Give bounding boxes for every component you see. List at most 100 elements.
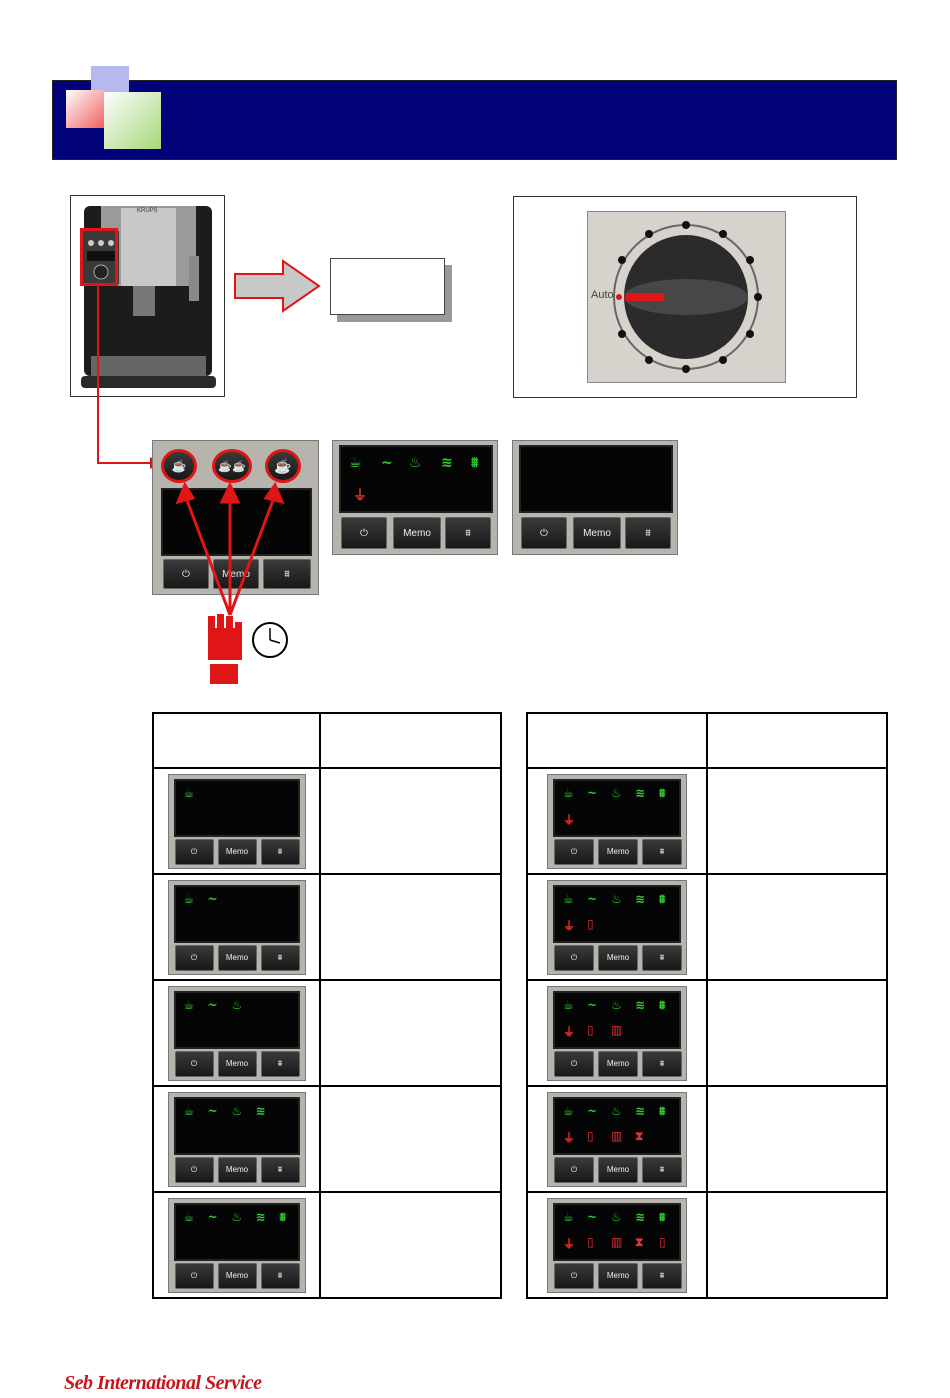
cup-icon: ☕ [563, 785, 574, 800]
steam-icon: ⩩ [659, 1164, 665, 1174]
steam-button[interactable]: ⩩ [260, 838, 300, 865]
power-icon: ⏻ [570, 1164, 578, 1174]
display-panel-lit: ☕ ~ ♨ ≋ ⩩ ⏚ ⏻ Memo ⩩ [332, 440, 498, 555]
table-cell-description [706, 873, 888, 981]
coffee-machine-illustration [81, 206, 216, 388]
table-header [319, 712, 502, 769]
bean-icon: ♨ [231, 997, 243, 1012]
large-cup-button[interactable]: ☕ [265, 449, 301, 483]
memo-button[interactable]: Memo [217, 1156, 257, 1183]
power-button[interactable]: ⏻ [174, 1156, 214, 1183]
steam-button[interactable]: ⩩ [263, 559, 311, 589]
memo-button[interactable]: Memo [598, 1050, 638, 1077]
cup-icon: ☕ [183, 891, 195, 906]
memo-label: Memo [222, 568, 250, 580]
memo-button[interactable]: Memo [217, 1262, 257, 1289]
steam-button[interactable]: ⩩ [642, 1156, 682, 1183]
press-arrows [175, 481, 288, 684]
table-cell-display: ☕~♨≋⩩⏚▯▥⧗⏻Memo⩩ [526, 1085, 708, 1193]
table-cell-display: ☕~♨≋⏻Memo⩩ [152, 1085, 321, 1193]
memo-button[interactable]: Memo [217, 1050, 257, 1077]
table-header [152, 712, 321, 769]
steam-icon: ⩩ [659, 1058, 665, 1068]
power-button[interactable]: ⏻ [174, 944, 214, 971]
table-cell-description [319, 767, 502, 875]
memo-button[interactable]: Memo [213, 559, 259, 589]
memo-button[interactable]: Memo [598, 1156, 638, 1183]
power-icon: ⏻ [570, 846, 578, 856]
power-button[interactable]: ⏻ [554, 1050, 594, 1077]
power-button[interactable]: ⏻ [163, 559, 209, 589]
table-row: ☕~♨⏻Memo⩩ [152, 979, 502, 1087]
power-button[interactable]: ⏻ [521, 517, 567, 549]
filter-icon: ⧗ [635, 1234, 644, 1249]
power-icon: ⏻ [570, 1058, 578, 1068]
steam-icon: ≋ [635, 785, 646, 800]
power-button[interactable]: ⏻ [174, 838, 214, 865]
steam-button[interactable]: ⩩ [260, 1262, 300, 1289]
container-icon: ▯ [587, 1022, 594, 1037]
memo-button[interactable]: Memo [217, 944, 257, 971]
spoon-icon: ~ [207, 1103, 218, 1118]
power-button[interactable]: ⏻ [554, 944, 594, 971]
power-button[interactable]: ⏻ [174, 1050, 214, 1077]
table-cell-description [319, 873, 502, 981]
footer-logo: Seb International Service [64, 1372, 262, 1394]
power-button[interactable]: ⏻ [554, 1156, 594, 1183]
memo-button[interactable]: Memo [598, 1262, 638, 1289]
panel-lcd-off [519, 445, 673, 513]
steam-button[interactable]: ⩩ [642, 1050, 682, 1077]
double-cup-button[interactable]: ☕☕ [212, 449, 252, 483]
mini-lcd: ☕~♨≋⩩⏚▯▥ [553, 990, 681, 1049]
memo-label: Memo [606, 1059, 630, 1068]
single-cup-icon: ☕ [171, 459, 187, 473]
steam-button[interactable]: ⩩ [260, 1050, 300, 1077]
memo-button[interactable]: Memo [598, 944, 638, 971]
panel-lcd-lit: ☕ ~ ♨ ≋ ⩩ ⏚ [339, 445, 493, 513]
mini-display-panel: ☕~♨≋⏻Memo⩩ [167, 1091, 306, 1187]
steam-button[interactable]: ⩩ [642, 944, 682, 971]
steam-icon: ≋ [635, 891, 646, 906]
cup-icon: ☕ [183, 1103, 195, 1118]
mini-lcd: ☕~♨ [173, 990, 300, 1049]
mini-display-panel: ☕~♨≋⩩⏚▯⏻Memo⩩ [547, 879, 687, 975]
mini-display-panel: ☕~♨≋⩩⏚▯▥ ⏻ Memo ⩩ [547, 985, 687, 1081]
memo-button[interactable]: Memo [217, 838, 257, 865]
strength-icon: ⩩ [471, 455, 479, 471]
tap-icon: ⏚ [563, 812, 576, 827]
bean-icon: ♨ [409, 455, 422, 471]
table-header [706, 712, 888, 769]
table-cell-description [706, 1191, 888, 1299]
memo-button[interactable]: Memo [573, 517, 621, 549]
steam-icon: ⩩ [277, 1164, 283, 1174]
memo-label: Memo [225, 1271, 249, 1280]
tap-icon: ⏚ [353, 488, 367, 504]
power-button[interactable]: ⏻ [174, 1262, 214, 1289]
steam-button[interactable]: ⩩ [625, 517, 671, 549]
steam-button[interactable]: ⩩ [642, 838, 682, 865]
memo-button[interactable]: Memo [393, 517, 441, 549]
power-button[interactable]: ⏻ [341, 517, 387, 549]
power-button[interactable]: ⏻ [554, 838, 594, 865]
memo-button[interactable]: Memo [598, 838, 638, 865]
cup-icon: ☕ [563, 1209, 574, 1224]
table-row: ☕~♨≋⩩⏚▯▥⧗⏻Memo⩩ [526, 1085, 888, 1193]
steam-icon: ≋ [635, 1103, 646, 1118]
container-icon: ▯ [587, 1234, 594, 1249]
right-arrow-icon [234, 259, 321, 313]
steam-button[interactable]: ⩩ [260, 944, 300, 971]
memo-label: Memo [225, 847, 249, 856]
mini-lcd: ☕~♨≋ [173, 1096, 300, 1155]
steam-button[interactable]: ⩩ [260, 1156, 300, 1183]
steam-button[interactable]: ⩩ [445, 517, 491, 549]
table-row: ☕~♨≋⩩⏚⏻Memo⩩ [526, 767, 888, 875]
status-table-left: ☕⏻Memo⩩☕~⏻Memo⩩☕~♨⏻Memo⩩☕~♨≋⏻Memo⩩☕~♨≋⩩⏻… [152, 712, 502, 1299]
power-icon: ⏻ [190, 952, 198, 962]
spoon-icon: ~ [587, 1209, 598, 1224]
single-cup-button[interactable]: ☕ [161, 449, 197, 483]
memo-label: Memo [583, 527, 611, 539]
mini-display-panel: ☕~⏻Memo⩩ [167, 879, 306, 975]
table-row: ☕~♨≋⩩⏚▯▥⧗▯⏻Memo⩩ [526, 1191, 888, 1299]
steam-button[interactable]: ⩩ [642, 1262, 682, 1289]
power-button[interactable]: ⏻ [554, 1262, 594, 1289]
